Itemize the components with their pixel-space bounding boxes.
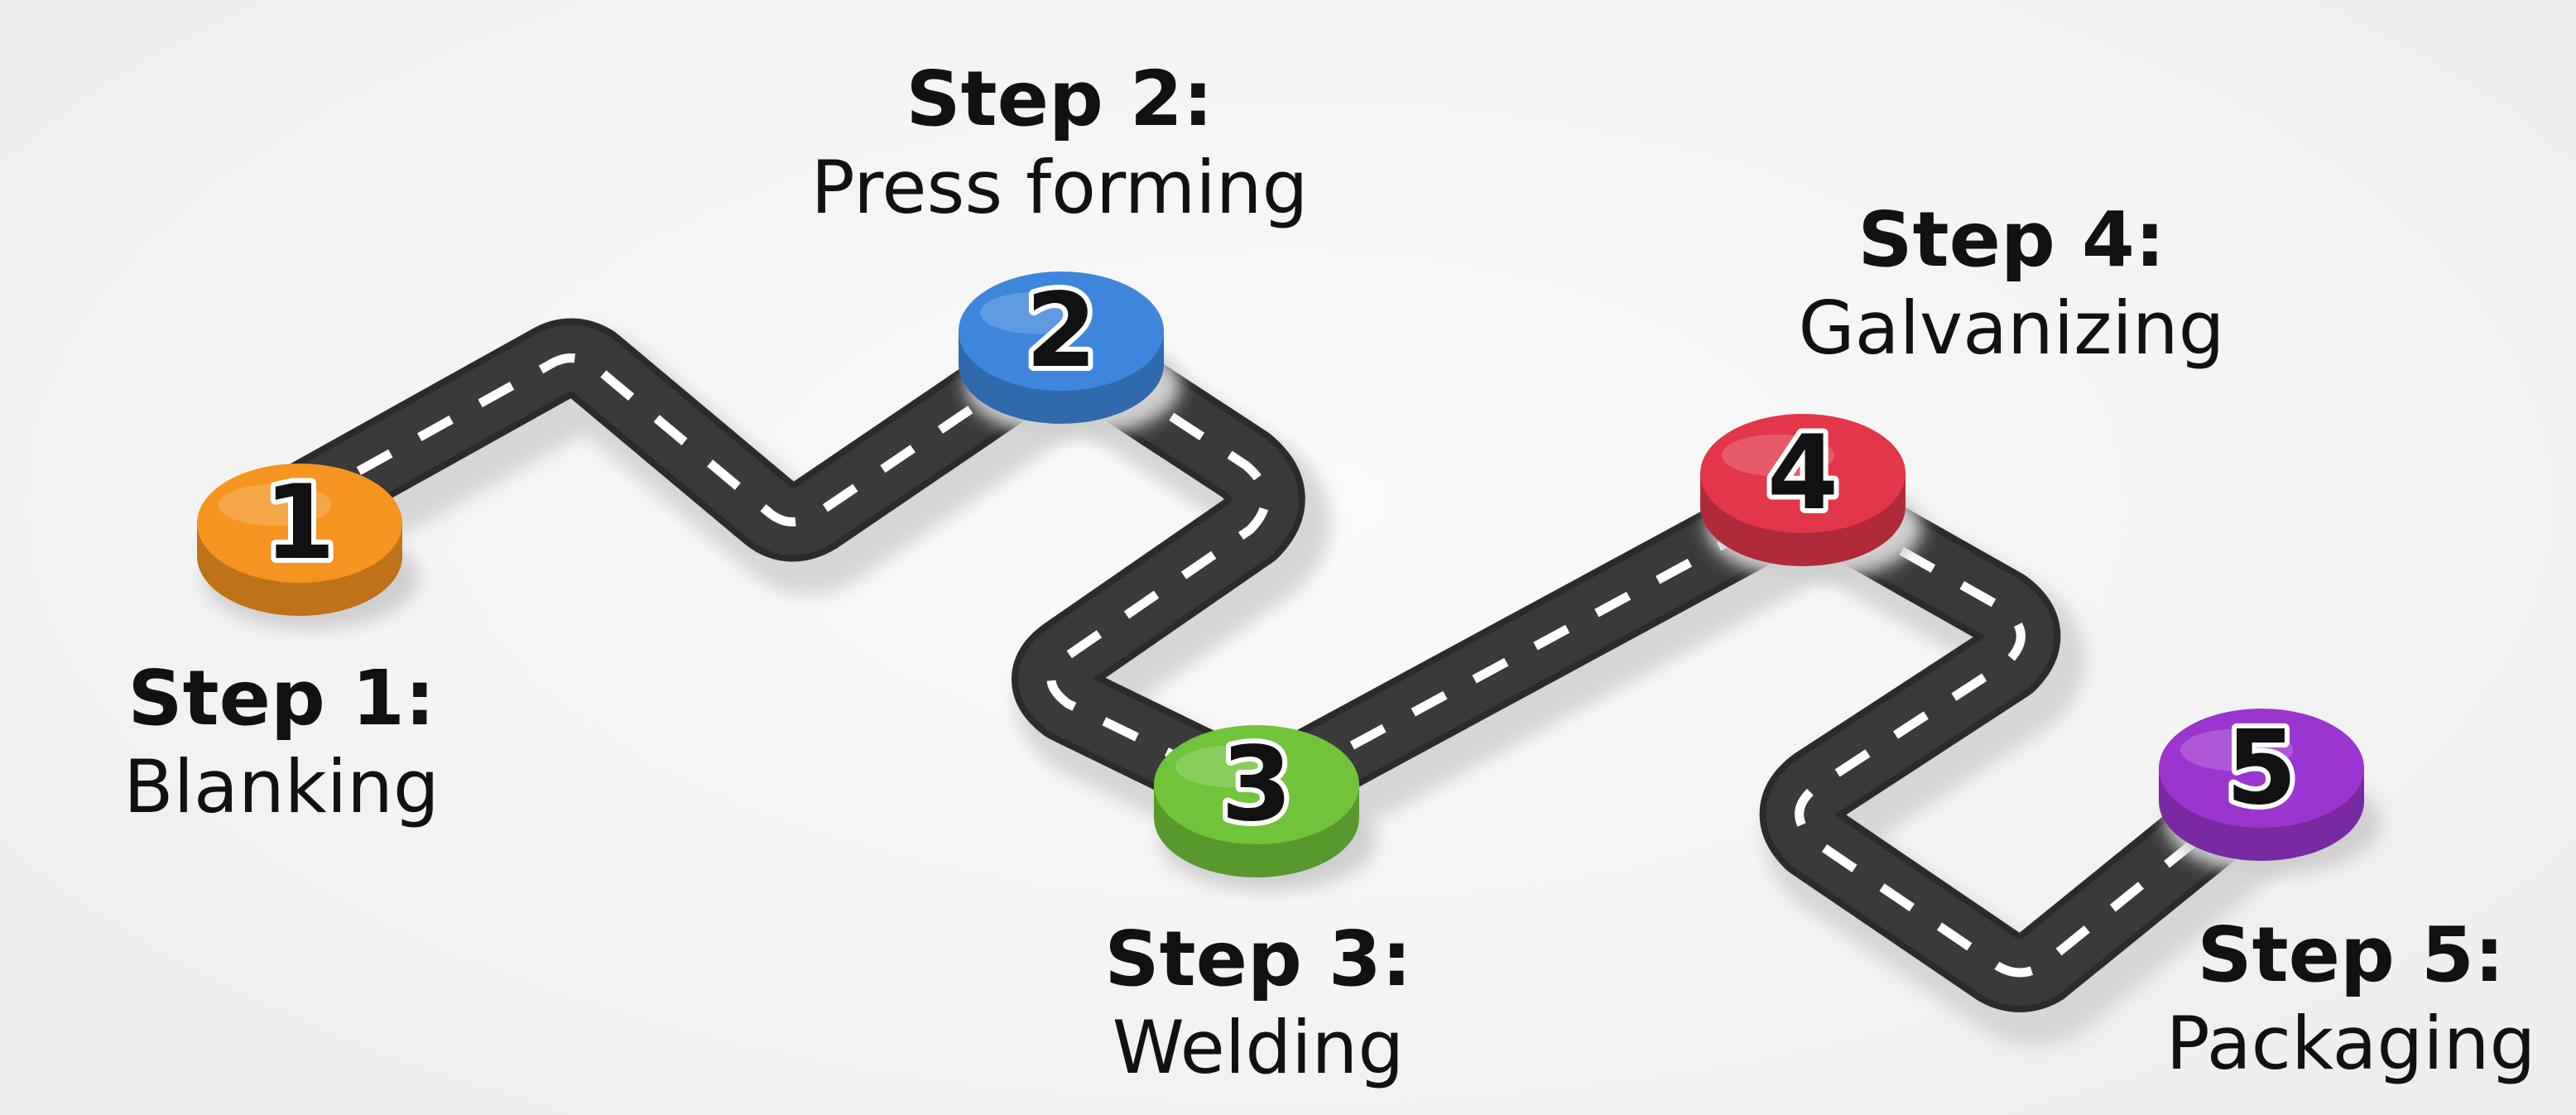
marker-top [2159, 709, 2364, 828]
step-2-label: Step 2: Press forming [745, 55, 1374, 230]
marker-highlight [979, 291, 1093, 334]
step-4-number: 4 [1767, 414, 1838, 533]
step-5-title: Step 5: [2197, 911, 2505, 999]
step-1-number: 1 [264, 464, 335, 583]
step-4-name: Galvanizing [1798, 285, 2225, 371]
step-4-marker: 4 [1700, 409, 1922, 579]
step-4-label: Step 4: Galvanizing [1755, 195, 2268, 371]
step-5-marker: 5 [2159, 704, 2381, 874]
step-1-title: Step 1: [127, 654, 435, 743]
marker-highlight [2180, 728, 2294, 771]
step-3-title: Step 3: [1104, 915, 1412, 1003]
step-1-name: Blanking [123, 743, 440, 829]
step-2-number: 2 [1026, 272, 1097, 391]
step-5-label: Step 5: Packaging [2136, 911, 2566, 1086]
marker-top [959, 272, 1164, 391]
step-3-marker: 3 [1154, 720, 1376, 891]
step-3-label: Step 3: Welding [1026, 915, 1490, 1090]
step-5-number: 5 [2226, 709, 2297, 828]
marker-highlight [1175, 745, 1289, 788]
step-3-name: Welding [1112, 1004, 1405, 1090]
step-3-number: 3 [1221, 725, 1292, 844]
marker-highlight [218, 483, 332, 526]
marker-top [1154, 725, 1359, 844]
step-1-marker: 1 [197, 459, 419, 629]
step-2-name: Press forming [810, 144, 1309, 230]
step-1-label: Step 1: Blanking [116, 654, 447, 829]
step-5-name: Packaging [2165, 1000, 2536, 1086]
lane-marking [296, 340, 2271, 978]
marker-highlight [1721, 434, 1835, 477]
marker-top [1700, 414, 1906, 533]
step-4-title: Step 4: [1858, 195, 2165, 284]
step-2-title: Step 2: [906, 55, 1214, 143]
marker-top [197, 464, 402, 583]
step-2-marker: 2 [959, 267, 1180, 437]
